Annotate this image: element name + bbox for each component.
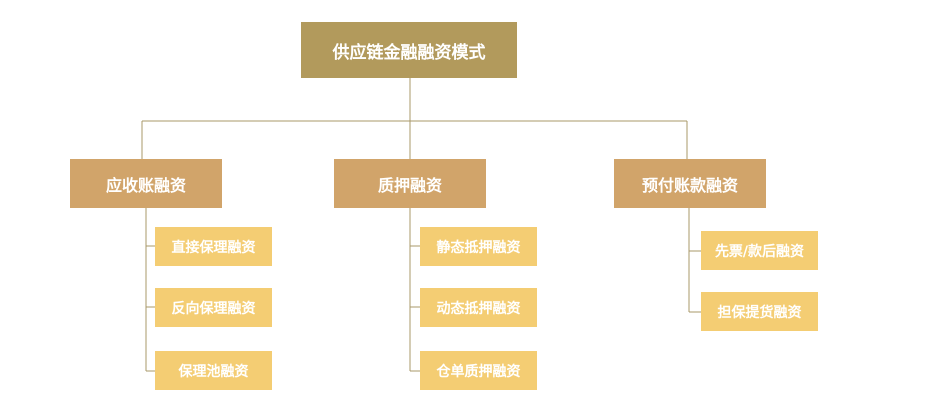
- leaf-direct-factoring: 直接保理融资: [155, 227, 272, 266]
- leaf-label: 直接保理融资: [171, 239, 256, 256]
- leaf-label: 担保提货融资: [717, 304, 802, 321]
- leaf-reverse-factoring: 反向保理融资: [155, 288, 272, 327]
- leaf-guaranteed-delivery: 担保提货融资: [701, 292, 818, 331]
- root-label: 供应链金融融资模式: [332, 42, 486, 63]
- category-receivables: 应收账融资: [70, 159, 222, 208]
- leaf-warehouse-receipt-pledge: 仓单质押融资: [420, 351, 537, 390]
- leaf-label: 先票/款后融资: [714, 243, 805, 260]
- leaf-factoring-pool: 保理池融资: [155, 351, 272, 390]
- leaf-static-pledge: 静态抵押融资: [420, 227, 537, 266]
- leaf-label: 保理池融资: [178, 363, 249, 380]
- leaf-label: 仓单质押融资: [436, 363, 521, 380]
- category-label: 预付账款融资: [641, 175, 738, 195]
- leaf-label: 动态抵押融资: [436, 300, 521, 317]
- category-label: 应收账融资: [105, 175, 186, 195]
- leaf-label: 反向保理融资: [171, 300, 256, 317]
- leaf-label: 静态抵押融资: [436, 239, 521, 256]
- leaf-payment-before-financing: 先票/款后融资: [701, 231, 818, 270]
- root-node: 供应链金融融资模式: [301, 22, 517, 78]
- category-pledge: 质押融资: [334, 159, 486, 208]
- category-prepayment: 预付账款融资: [614, 159, 766, 208]
- leaf-dynamic-pledge: 动态抵押融资: [420, 288, 537, 327]
- category-label: 质押融资: [377, 175, 442, 195]
